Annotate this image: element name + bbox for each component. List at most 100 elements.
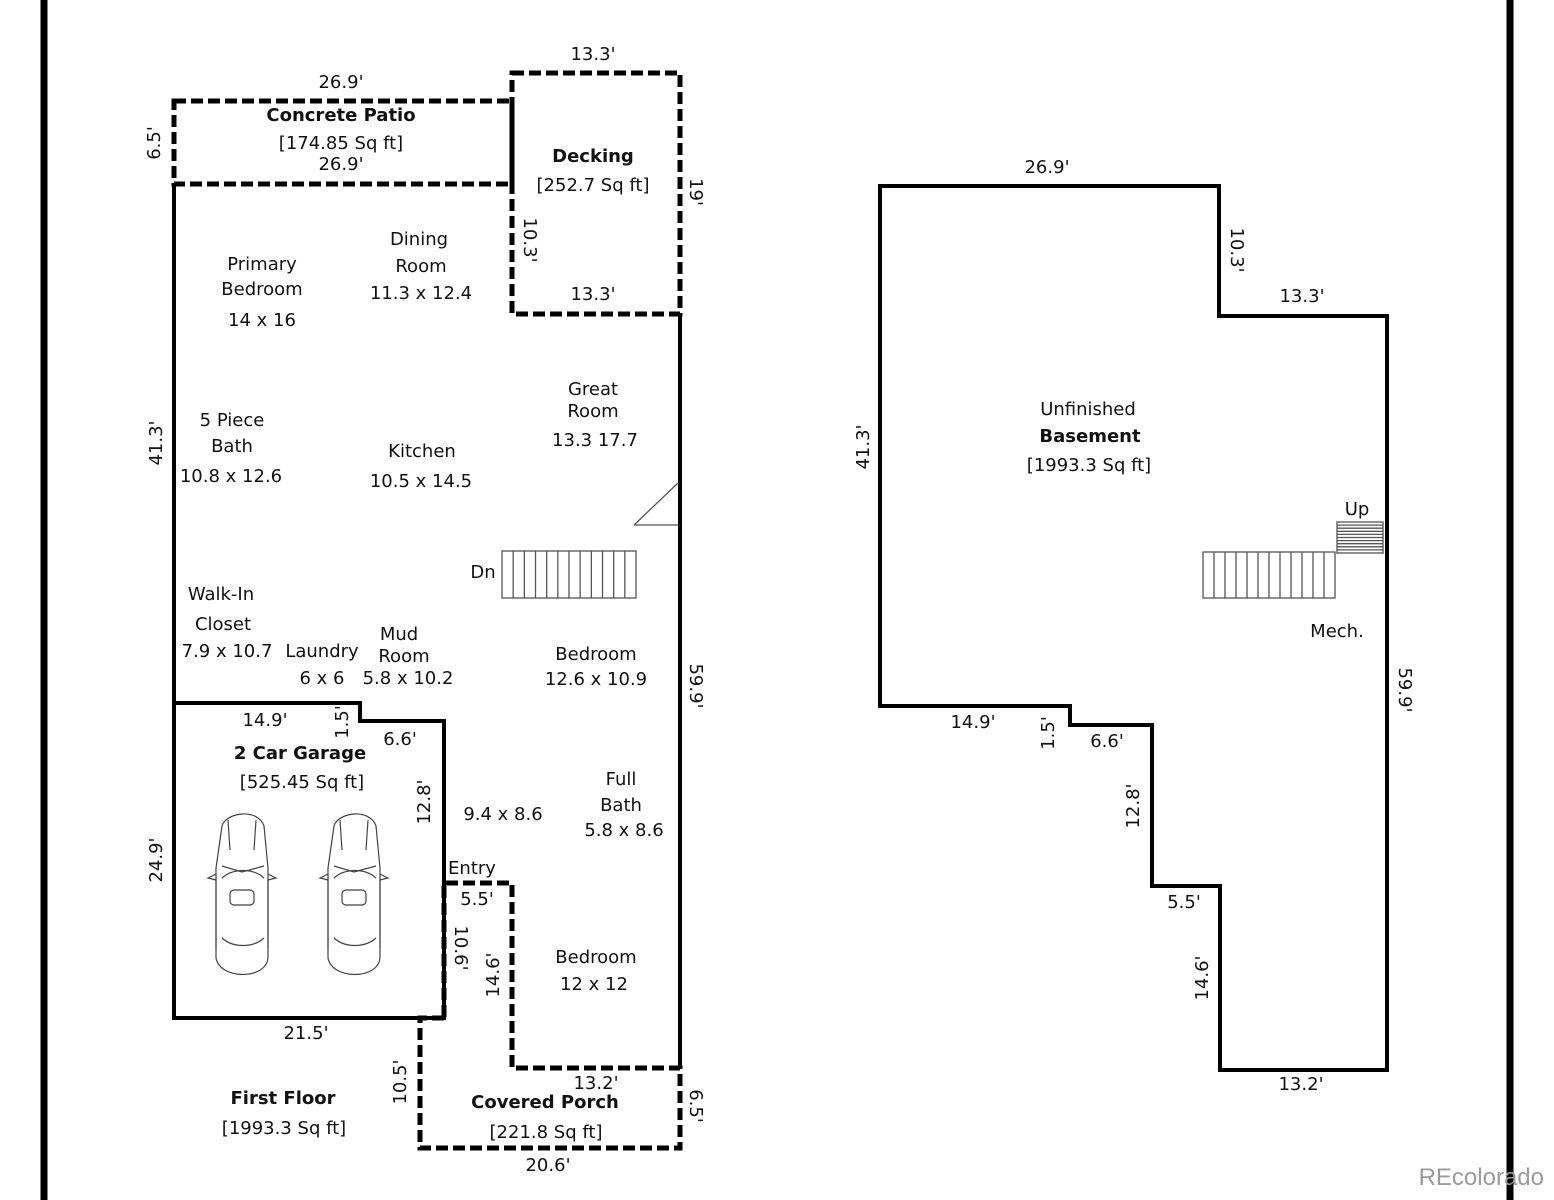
car-rear-window <box>333 937 377 947</box>
basement-plan: 26.9' 10.3' 13.3' 41.3' Unfinished Basem… <box>853 157 1415 1095</box>
porch-dim-right: 6.5' <box>685 1089 706 1123</box>
basement-name: Basement <box>1039 426 1141 447</box>
room-full-bath: Full <box>606 769 637 790</box>
room-label: Bedroom <box>221 279 302 300</box>
first-floor-title: First Floor <box>230 1088 335 1109</box>
room-mud-room: Mud <box>380 624 418 645</box>
garage-dim-step: 1.5' <box>332 705 353 739</box>
basement-dim-bottom: 13.2' <box>1278 1074 1323 1095</box>
garage-dim-bottom: 21.5' <box>283 1023 328 1044</box>
basement-dim-mid: 12.8' <box>1123 783 1144 828</box>
room-5-piece-bath: 5 Piece <box>200 410 265 431</box>
patio-name: Concrete Patio <box>266 105 415 126</box>
porch-name: Covered Porch <box>471 1092 619 1113</box>
car-sunroof <box>229 889 255 906</box>
patio-area: [174.85 Sq ft] <box>279 133 403 154</box>
room-primary-bedroom: Primary <box>227 254 297 275</box>
garage-area: [525.45 Sq ft] <box>240 772 364 793</box>
basement-area: [1993.3 Sq ft] <box>1027 455 1151 476</box>
garage-name: 2 Car Garage <box>234 743 366 764</box>
stairs-down <box>501 550 637 599</box>
car-rear-window <box>221 937 265 947</box>
car-body <box>327 813 381 976</box>
car-hood <box>333 819 377 873</box>
room-size: 5.8 x 8.6 <box>584 820 663 841</box>
car-icon <box>206 813 278 976</box>
room-laundry: Laundry <box>285 641 359 662</box>
car-windshield <box>333 869 377 879</box>
room-label: Bath <box>211 436 253 457</box>
patio-dim-left: 6.5' <box>144 126 165 160</box>
room-entry: Entry <box>448 858 496 879</box>
first-floor-area: [1993.3 Sq ft] <box>222 1118 346 1139</box>
stairs-down-label: Dn <box>470 562 495 583</box>
room-bedroom: Bedroom <box>555 947 636 968</box>
room-label: Room <box>395 256 446 277</box>
basement-dim-low: 14.6' <box>1192 955 1213 1000</box>
stairs-up-label: Up <box>1345 499 1370 520</box>
deck-dim-bottom: 13.3' <box>570 284 615 305</box>
porch-area: [221.8 Sq ft] <box>490 1122 603 1143</box>
deck-name: Decking <box>552 146 634 167</box>
room-size: 5.8 x 10.2 <box>363 668 454 689</box>
car-mirror <box>206 873 278 881</box>
patio-dim-bottom: 26.9' <box>318 154 363 175</box>
car-body <box>215 813 269 976</box>
basement-dim-top: 26.9' <box>1024 157 1069 178</box>
room-size: 11.3 x 12.4 <box>370 283 472 304</box>
car-mirror <box>318 873 390 881</box>
dim-right: 59.9' <box>685 663 706 708</box>
basement-dim-notch-height: 10.3' <box>1226 227 1247 272</box>
basement-dim-right: 59.9' <box>1394 667 1415 712</box>
stairs-up <box>1336 521 1384 554</box>
garage-dim-top: 14.9' <box>242 710 287 731</box>
car-sunroof <box>341 889 367 906</box>
room-size: 12.6 x 10.9 <box>545 669 647 690</box>
basement-stairs <box>1202 551 1336 599</box>
door-swing <box>633 482 679 526</box>
basement-outline <box>878 184 1389 1072</box>
first-floor-plan: 26.9' Concrete Patio [174.85 Sq ft] 26.9… <box>144 44 706 1176</box>
porch-dim-top: 13.2' <box>573 1073 618 1094</box>
watermark: REcolorado <box>1418 1164 1544 1191</box>
room-label: Room <box>378 646 429 667</box>
garage-dim-right: 12.8' <box>414 779 435 824</box>
room-entry-size: 9.4 x 8.6 <box>463 804 542 825</box>
deck-area: [252.7 Sq ft] <box>537 175 650 196</box>
car-hood <box>221 819 265 873</box>
dim-entry-width: 5.5' <box>460 889 494 910</box>
room-bedroom: Bedroom <box>555 644 636 665</box>
porch-dim-left: 10.5' <box>390 1059 411 1104</box>
room-walk-in-closet: Walk-In <box>188 584 254 605</box>
room-label: Bath <box>600 795 642 816</box>
basement-dim-step: 1.5' <box>1038 716 1059 750</box>
dim-entry-height: 10.6' <box>450 925 471 970</box>
room-size: 12 x 12 <box>560 974 628 995</box>
dim-bedroom-left: 14.6' <box>483 952 504 997</box>
garage-wall <box>174 701 446 883</box>
deck-dim-left: 10.3' <box>519 217 540 262</box>
garage-dim-left: 24.9' <box>146 837 167 882</box>
room-size: 6 x 6 <box>300 668 345 689</box>
room-label: Room <box>567 401 618 422</box>
room-size: 14 x 16 <box>228 310 296 331</box>
basement-label: Unfinished <box>1040 399 1136 420</box>
porch-dim-bottom: 20.6' <box>525 1155 570 1176</box>
basement-dim-bottom-left: 14.9' <box>950 712 995 733</box>
room-dining: Dining <box>390 229 448 250</box>
deck-dim-right: 19' <box>685 178 706 206</box>
covered-porch-outline <box>417 880 683 1151</box>
basement-dim-left: 41.3' <box>853 424 874 469</box>
room-size: 13.3 17.7 <box>552 430 638 451</box>
room-size: 7.9 x 10.7 <box>182 641 273 662</box>
car-icon <box>318 813 390 976</box>
room-label: Closet <box>195 614 251 635</box>
basement-dim-mid-width: 5.5' <box>1167 892 1201 913</box>
deck-dim-top: 13.3' <box>570 44 615 65</box>
basement-dim-notch-width: 13.3' <box>1279 286 1324 307</box>
room-size: 10.8 x 12.6 <box>180 466 282 487</box>
room-great-room: Great <box>568 379 618 400</box>
dim-left: 41.3' <box>146 420 167 465</box>
room-kitchen: Kitchen <box>388 441 456 462</box>
